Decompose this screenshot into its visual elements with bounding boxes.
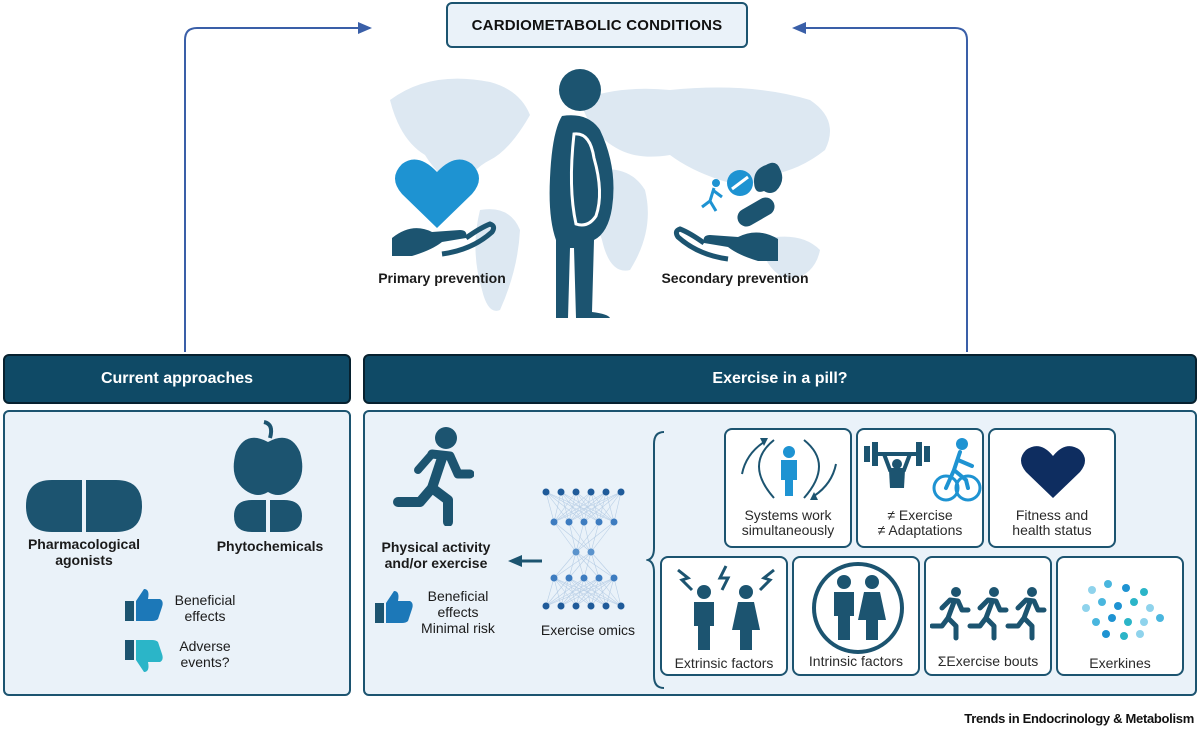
card-extrinsic: Extrinsic factors [660, 556, 788, 676]
phytochemicals-label: Phytochemicals [216, 538, 324, 554]
thumbs-up-icon [125, 589, 163, 621]
adverse-events-label: Adverse events? [160, 638, 250, 670]
benefit-label-line1: Beneficial [427, 588, 489, 604]
benefit-label-line3: Minimal risk [421, 620, 495, 636]
card-exercise-bouts: ΣExercise bouts [924, 556, 1052, 676]
exerkines-label: Exerkines [1089, 655, 1151, 671]
pharmacological-label-line1: Pharmacological [27, 536, 141, 552]
exercise-pill-header: Exercise in a pill? [363, 354, 1197, 404]
systems-line2: simultaneously [741, 522, 835, 538]
current-approaches-header: Current approaches [3, 354, 351, 404]
exercise-bouts-label: ΣExercise bouts [937, 653, 1039, 669]
pharmacological-label-line2: agonists [55, 552, 113, 568]
exercise-line1: ≠ Exercise [887, 507, 953, 523]
runner-icon [393, 427, 474, 526]
benefit-minimal-risk-label: Beneficial effects Minimal risk [410, 588, 506, 636]
exercise-omics-network-icon [542, 488, 625, 610]
intrinsic-label: Intrinsic factors [808, 653, 904, 669]
capsule-icon [26, 480, 142, 532]
multiple-runners-icon [930, 586, 1050, 641]
card-fitness: Fitness and health status [988, 428, 1116, 548]
feedback-arrows [184, 22, 968, 352]
male-female-icon [812, 562, 904, 654]
card-systems: Systems work simultaneously [724, 428, 852, 548]
physical-activity-label: Physical activity and/or exercise [368, 539, 504, 571]
extrinsic-label: Extrinsic factors [674, 655, 774, 671]
apple-pill-icon [233, 420, 303, 532]
fitness-line2: health status [1012, 522, 1092, 538]
stressed-people-icon [677, 565, 775, 650]
activity-label-line2: and/or exercise [384, 555, 488, 571]
benefit-label-line2: effects [437, 604, 479, 620]
exerkine-particles-icon [1082, 580, 1164, 640]
adverse-label-line2: events? [180, 654, 230, 670]
thumbs-down-icon [125, 640, 163, 672]
fitness-line1: Fitness and [1015, 507, 1089, 523]
person-obesity-icon [549, 69, 614, 318]
activity-label-line1: Physical activity [381, 539, 491, 555]
pharmacological-agonists-label: Pharmacological agonists [14, 536, 154, 568]
systems-label: Systems work simultaneously [726, 508, 850, 538]
card-exerkines: Exerkines [1056, 556, 1184, 676]
card-exercise-adaptations: ≠ Exercise ≠ Adaptations [856, 428, 984, 548]
heart-icon [1021, 446, 1085, 498]
adverse-label-line1: Adverse [179, 638, 231, 654]
exercise-adaptations-label: ≠ Exercise ≠ Adaptations [858, 508, 982, 538]
secondary-prevention-label: Secondary prevention [661, 270, 809, 286]
systems-line1: Systems work [744, 507, 832, 523]
primary-prevention-label: Primary prevention [378, 270, 506, 286]
beneficial-effects-label: Beneficial effects [160, 592, 250, 624]
thumbs-up-icon [375, 591, 413, 623]
fitness-label: Fitness and health status [990, 508, 1114, 538]
beneficial-label-line2: effects [184, 608, 226, 624]
systems-cycle-icon [741, 438, 837, 500]
weightlifter-cyclist-icon [864, 438, 982, 502]
card-intrinsic: Intrinsic factors [792, 556, 920, 676]
brace-divider [646, 431, 665, 689]
exercise-line2: ≠ Adaptations [877, 522, 963, 538]
heart-in-hand-icon [392, 159, 497, 257]
left-arrow-icon [508, 555, 542, 567]
beneficial-label-line1: Beneficial [174, 592, 236, 608]
pill-in-hand-icon [673, 162, 783, 262]
cardiometabolic-title: CARDIOMETABOLIC CONDITIONS [446, 2, 748, 48]
journal-footer: Trends in Endocrinology & Metabolism [964, 711, 1194, 726]
exercise-omics-label: Exercise omics [540, 622, 636, 638]
